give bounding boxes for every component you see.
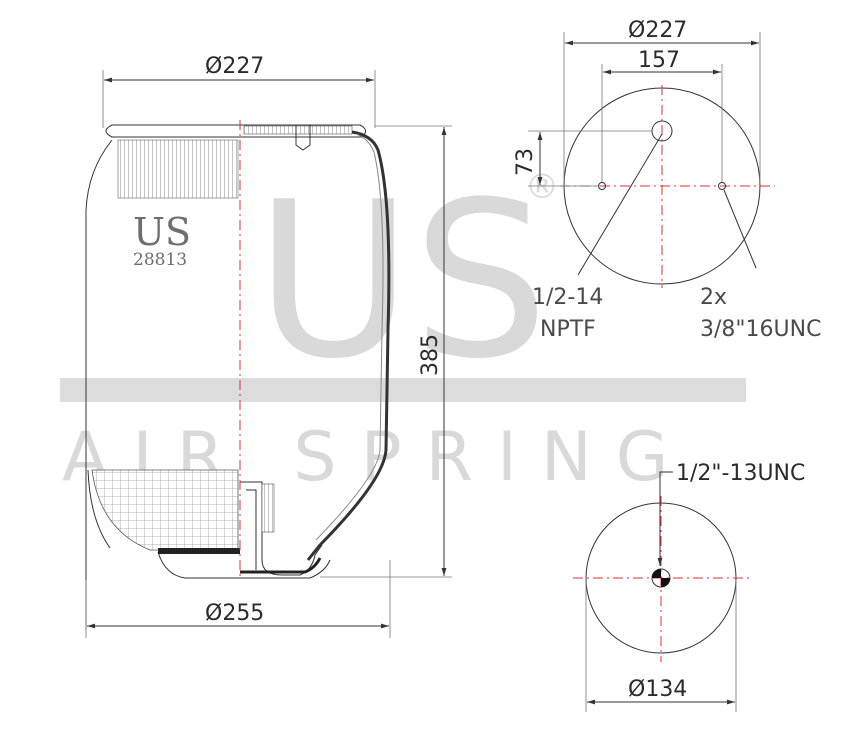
leader-thread <box>657 471 673 566</box>
membrane-section <box>306 130 391 561</box>
watermark: US ® AIR SPRING <box>60 155 746 497</box>
bellows-ribs <box>117 139 239 199</box>
leader-bolt <box>723 189 757 269</box>
port-note-line1: 1/2-14 <box>532 285 603 310</box>
watermark-us: US <box>255 155 549 406</box>
port-note-line2: NPTF <box>540 317 596 342</box>
dim-plate-diameter: Ø227 <box>628 18 687 43</box>
piston-section <box>240 481 323 576</box>
dim-top-diameter: Ø227 <box>205 54 264 79</box>
dim-bottom-plate-diameter: Ø134 <box>628 677 687 702</box>
watermark-bar <box>60 378 746 402</box>
leader-port <box>577 133 663 276</box>
piston-texture <box>91 469 239 551</box>
bolt-note-line1: 2x <box>700 285 727 310</box>
side-view: Ø227 US 28813 385 Ø255 <box>85 54 452 638</box>
bottom-view: 1/2"-13UNC Ø134 <box>573 461 805 712</box>
piston-base <box>157 551 331 579</box>
bellows-outline-left <box>85 139 113 630</box>
part-number: 28813 <box>133 250 187 270</box>
thread-note: 1/2"-13UNC <box>676 461 805 486</box>
bolt-hole-right <box>718 182 726 190</box>
side-view-logo: US <box>133 210 191 254</box>
dim-bottom-diameter: Ø255 <box>205 601 264 626</box>
bolt-note-line2: 3/8"16UNC <box>700 317 821 342</box>
top-plate-view: Ø227 157 73 1/2-14 NPTF 2x 3/8"16UNC <box>513 18 821 342</box>
dim-height: 385 <box>418 334 443 376</box>
dim-offset: 73 <box>513 148 538 176</box>
dim-bolt-spacing: 157 <box>638 48 680 73</box>
top-stud <box>295 125 311 151</box>
